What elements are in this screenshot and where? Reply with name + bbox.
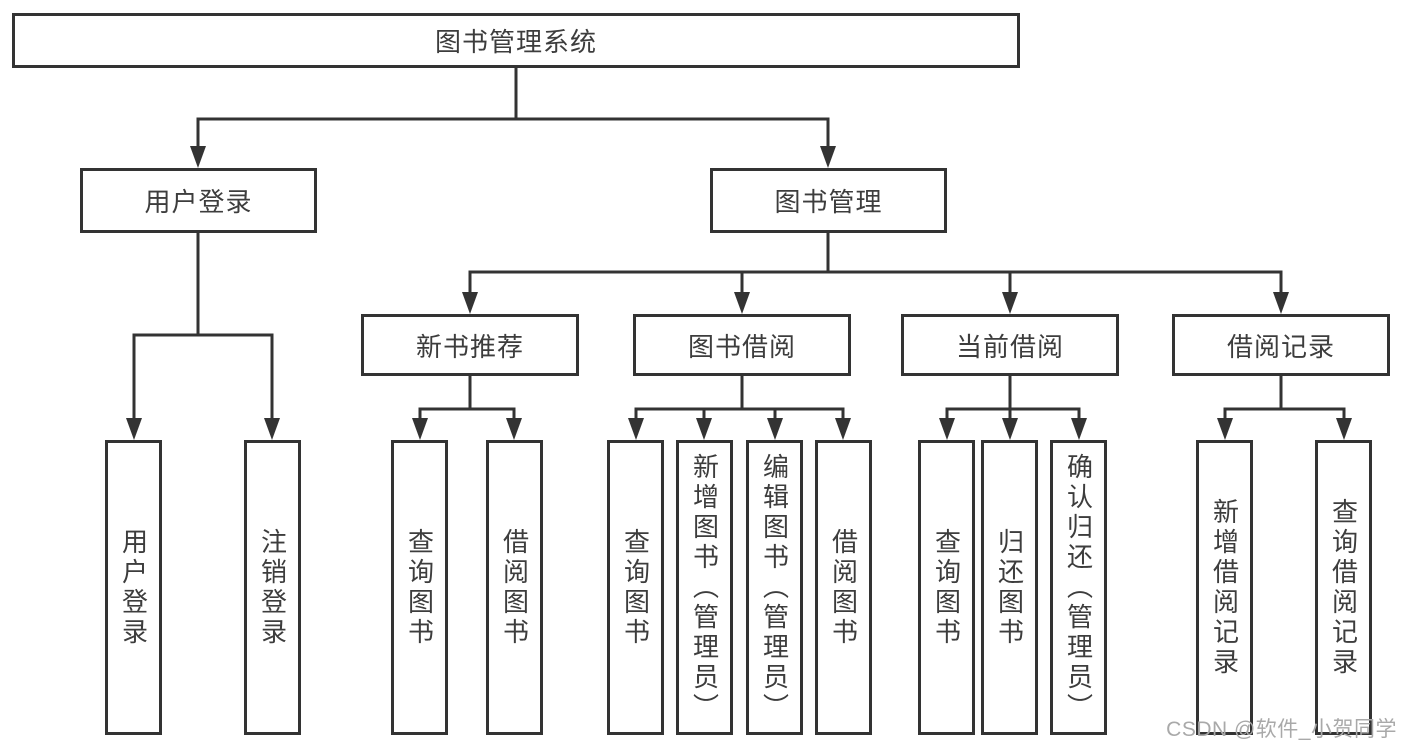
node-library-system: 图书管理系统 <box>12 13 1020 68</box>
connector-user-login-to-leaves <box>126 231 280 440</box>
connector-root-to-level2 <box>190 66 836 168</box>
leaf-edit-books-admin: 编辑图书（管理员） <box>746 440 803 735</box>
node-label: 借阅图书 <box>499 527 530 648</box>
node-label: 归还图书 <box>994 527 1025 648</box>
node-book-borrowing: 图书借阅 <box>633 314 851 376</box>
leaf-logout: 注销登录 <box>244 440 301 735</box>
arrowhead <box>190 146 206 168</box>
leaf-query-books-current: 查询图书 <box>918 440 975 735</box>
connector-book-mgmt-to-level3 <box>462 231 1289 314</box>
node-book-management: 图书管理 <box>710 168 947 233</box>
arrowhead <box>506 418 522 440</box>
leaf-confirm-return-admin: 确认归还（管理员） <box>1050 440 1107 735</box>
node-label: 查询图书 <box>404 527 435 648</box>
node-label: 查询借阅记录 <box>1328 497 1359 678</box>
arrowhead <box>1273 292 1289 314</box>
arrowhead <box>628 418 644 440</box>
leaf-add-books-admin: 新增图书（管理员） <box>676 440 733 735</box>
leaf-borrow-books-borrowing: 借阅图书 <box>815 440 872 735</box>
connector-borrowing-to-leaves <box>628 374 851 440</box>
connector-records-to-leaves <box>1217 374 1352 440</box>
connector-new-rec-to-leaves <box>412 374 522 440</box>
leaf-return-books: 归还图书 <box>981 440 1038 735</box>
node-label: 用户登录 <box>144 187 253 217</box>
node-current-borrowing: 当前借阅 <box>901 314 1119 376</box>
arrowhead <box>1217 418 1233 440</box>
node-label: 图书借阅 <box>687 331 796 362</box>
leaf-user-login: 用户登录 <box>105 440 162 735</box>
arrowhead <box>1336 418 1352 440</box>
node-label: 查询图书 <box>620 527 651 648</box>
node-borrowing-records: 借阅记录 <box>1172 314 1390 376</box>
arrowhead <box>1071 418 1087 440</box>
arrowhead <box>835 418 851 440</box>
node-label: 当前借阅 <box>955 331 1064 362</box>
node-label: 借阅记录 <box>1226 331 1335 362</box>
arrowhead <box>734 292 750 314</box>
arrowhead <box>1002 418 1018 440</box>
arrowhead <box>1002 292 1018 314</box>
node-label: 查询图书 <box>931 527 962 648</box>
leaf-query-books-newrec: 查询图书 <box>391 440 448 735</box>
arrowhead <box>462 292 478 314</box>
node-label: 确认归还（管理员） <box>1063 452 1094 723</box>
leaf-query-books-borrowing: 查询图书 <box>607 440 664 735</box>
arrowhead <box>939 418 955 440</box>
node-user-login: 用户登录 <box>80 168 317 233</box>
node-label: 借阅图书 <box>828 527 859 648</box>
arrowhead <box>126 418 142 440</box>
node-label: 图书管理系统 <box>434 27 597 57</box>
leaf-query-borrow-record: 查询借阅记录 <box>1315 440 1372 735</box>
arrowhead <box>412 418 428 440</box>
arrowhead <box>264 418 280 440</box>
node-label: 用户登录 <box>118 527 149 648</box>
arrowhead <box>696 418 712 440</box>
arrowhead <box>767 418 783 440</box>
leaf-borrow-books-newrec: 借阅图书 <box>486 440 543 735</box>
node-label: 图书管理 <box>774 187 883 217</box>
node-label: 编辑图书（管理员） <box>759 452 790 723</box>
connector-current-to-leaves <box>939 374 1087 440</box>
node-label: 新书推荐 <box>415 331 524 362</box>
arrowhead <box>820 146 836 168</box>
node-label: 新增借阅记录 <box>1209 497 1240 678</box>
node-new-book-recommend: 新书推荐 <box>361 314 579 376</box>
csdn-watermark: CSDN @软件_小贺同学 <box>1166 718 1397 741</box>
node-label: 新增图书（管理员） <box>689 452 720 723</box>
leaf-add-borrow-record: 新增借阅记录 <box>1196 440 1253 735</box>
node-label: 注销登录 <box>257 527 288 648</box>
